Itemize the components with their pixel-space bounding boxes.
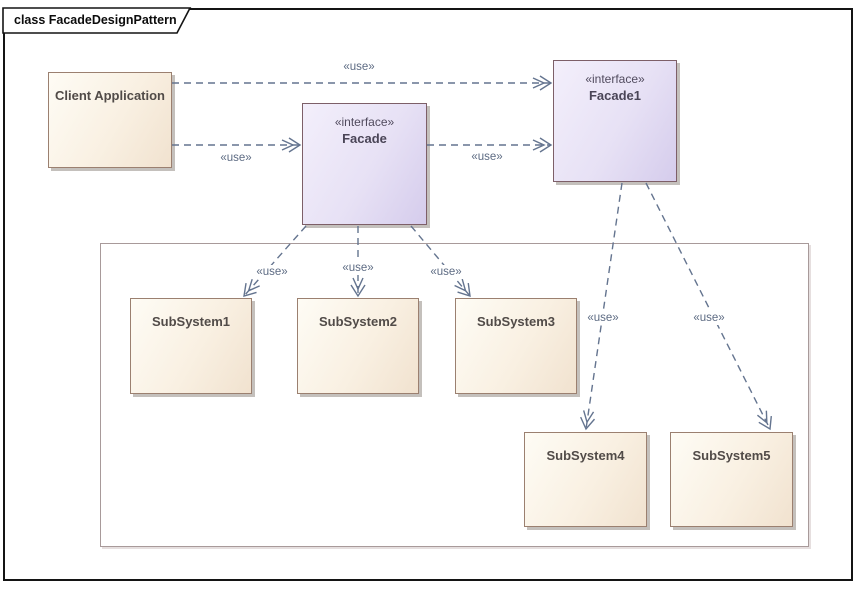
use-label-facade-facade1: «use» [469,150,505,164]
use-label-facade-subsystem2: «use» [340,261,376,275]
node-name: Facade1 [588,88,642,103]
subsystem4-node[interactable]: SubSystem4 [524,432,647,527]
subsystem2-node[interactable]: SubSystem2 [297,298,419,394]
node-name: Facade [342,131,387,146]
client-application-node[interactable]: Client Application [48,72,172,168]
node-name: Client Application [54,88,166,103]
node-name: SubSystem1 [151,314,231,329]
use-label-facade-subsystem1: «use» [254,265,290,279]
use-label-client-facade1: «use» [341,60,377,74]
facade1-node[interactable]: «interface» Facade1 [553,60,677,182]
subsystem5-node[interactable]: SubSystem5 [670,432,793,527]
node-stereotype: «interface» [585,72,645,86]
diagram-frame [3,8,853,581]
facade-node[interactable]: «interface» Facade [302,103,427,225]
node-name: SubSystem4 [546,448,625,463]
use-label-facade1-subsystem5: «use» [691,311,727,325]
use-label-facade1-subsystem4: «use» [585,311,621,325]
node-stereotype: «interface» [334,115,395,129]
node-name: SubSystem3 [476,314,556,329]
node-name: SubSystem5 [692,448,771,463]
frame-label: class FacadeDesignPattern [14,13,177,27]
subsystem1-node[interactable]: SubSystem1 [130,298,252,394]
use-label-client-facade: «use» [218,151,254,165]
use-label-facade-subsystem3: «use» [428,265,464,279]
node-name: SubSystem2 [318,314,398,329]
subsystem3-node[interactable]: SubSystem3 [455,298,577,394]
